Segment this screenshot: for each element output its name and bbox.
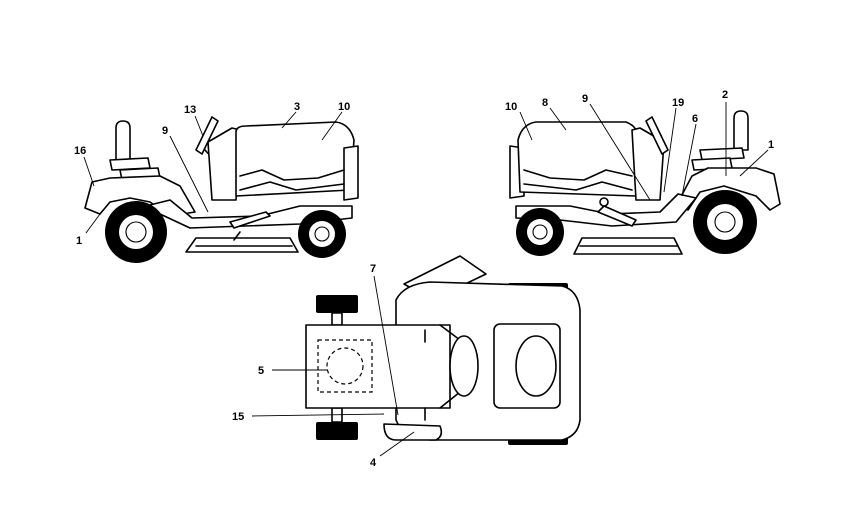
callout-8: 8	[542, 97, 548, 109]
callout-1-right: 1	[768, 139, 774, 151]
callout-3: 3	[294, 101, 300, 113]
callout-labels: 1 16 13 9 3 10 10 8 9 19 2 6 1 7 5 15 4	[74, 89, 774, 469]
tractor-top-view	[305, 255, 581, 445]
callout-10-right: 10	[505, 101, 517, 113]
callout-15: 15	[232, 411, 244, 423]
callout-1-left: 1	[76, 235, 82, 247]
callout-2: 2	[722, 89, 728, 101]
callout-19: 19	[672, 97, 684, 109]
tractor-left-side-view	[84, 116, 359, 263]
callout-13: 13	[184, 104, 196, 116]
callout-10-left: 10	[338, 101, 350, 113]
callout-5: 5	[258, 365, 264, 377]
tractor-right-side-view	[509, 110, 781, 256]
callout-9-right: 9	[582, 93, 588, 105]
callout-4: 4	[370, 457, 377, 469]
callout-9-left: 9	[162, 125, 168, 137]
callout-7: 7	[370, 263, 376, 275]
callout-6: 6	[692, 113, 698, 125]
callout-leaders	[83, 102, 769, 457]
callout-16: 16	[74, 145, 86, 157]
